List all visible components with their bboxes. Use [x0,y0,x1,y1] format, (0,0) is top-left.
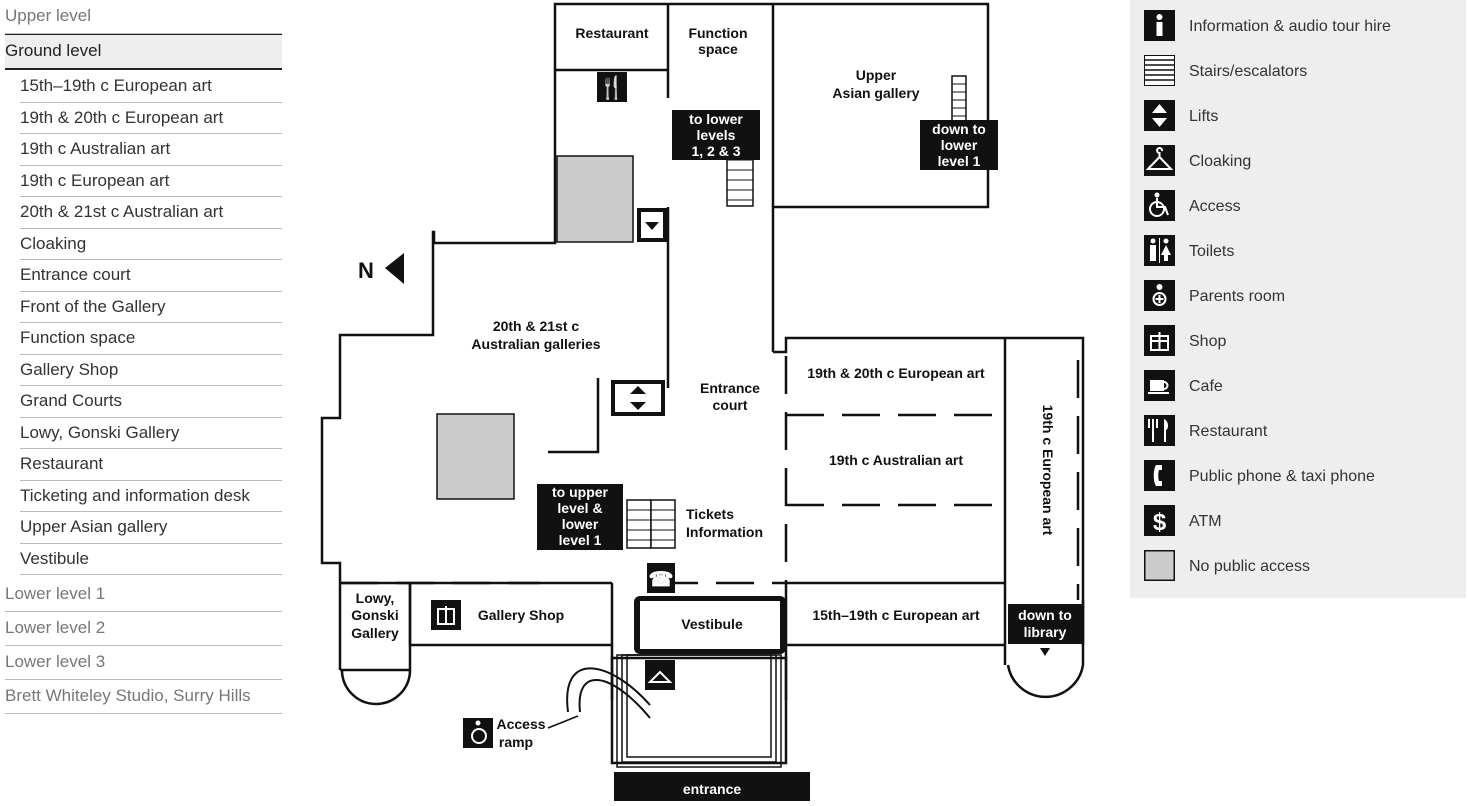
cafe-icon [1144,370,1175,401]
legend-label: Information & audio tour hire [1189,18,1391,35]
level-lower-2-link[interactable]: Lower level 2 [5,612,282,646]
svg-text:☎: ☎ [649,569,674,591]
map-restaurant-icon: 🍴 [597,72,627,102]
map-label-aus-galleries-2: Australian galleries [471,336,600,352]
map-label-ramp: ramp [499,734,533,750]
legend-label: Lifts [1189,108,1219,125]
map-label-to-upper-3: lower [562,516,599,532]
legend-label: No public access [1189,558,1310,575]
map-label-to-lower-2: levels [697,127,736,143]
legend-label: Cloaking [1189,153,1252,170]
map-label-information: Information [686,524,763,540]
floor-plan-map: 🍴 ☎ Restaurant Function space Upper Asia… [300,0,1120,801]
map-label-function-2: space [698,41,738,57]
legend-label: Public phone & taxi phone [1189,468,1375,485]
area-link[interactable]: Entrance court [20,260,282,292]
legend-label: Stairs/escalators [1189,63,1308,80]
map-label-tickets: Tickets [686,506,734,522]
map-label-entrance-court-2: court [713,397,748,413]
area-link[interactable]: Ticketing and information desk [20,481,282,512]
restaurant-icon [1144,415,1175,446]
phone-icon [1144,460,1175,491]
level-lower-3-link[interactable]: Lower level 3 [5,646,282,680]
cloaking-icon [1144,145,1175,176]
map-label-down-lower-2: lower [941,137,978,153]
area-link[interactable]: Restaurant [20,449,282,481]
map-label-aus-galleries: 20th & 21st c [493,318,580,334]
map-label-aus-19: 19th c Australian art [829,452,963,468]
map-label-vestibule: Vestibule [681,616,743,632]
map-label-restaurant: Restaurant [575,25,648,41]
area-link[interactable]: Gallery Shop [20,355,282,386]
area-link[interactable]: Grand Courts [20,386,282,418]
atm-icon: $ [1144,505,1175,536]
legend-label: Restaurant [1189,423,1268,440]
legend-label: Shop [1189,333,1227,350]
legend-label: Access [1189,198,1241,215]
area-link[interactable]: 19th c Australian art [20,134,282,166]
info-icon [1144,10,1175,41]
legend-label: Toilets [1189,243,1235,260]
map-label-to-upper: to upper [552,484,609,500]
map-label-entrance: entrance [683,781,742,797]
map-label-gallery-shop: Gallery Shop [478,607,564,623]
legend-label: Parents room [1189,288,1286,305]
level-upper-link[interactable]: Upper level [5,0,282,34]
map-legend: Information & audio tour hire Stairs/esc… [1130,0,1466,598]
map-label-euro-1519: 15th–19th c European art [812,607,980,623]
area-link[interactable]: Function space [20,323,282,355]
map-label-upper-asian-2: Asian gallery [832,85,919,101]
map-shop-icon [431,600,461,630]
map-cloaking-icon [645,660,675,690]
area-link[interactable]: 15th–19th c European art [20,71,282,103]
area-link[interactable]: Front of the Gallery [20,292,282,323]
area-link[interactable]: Cloaking [20,229,282,260]
lift-icon [1144,100,1175,131]
legend-label: ATM [1189,513,1222,530]
north-arrow-icon [385,253,404,284]
area-link[interactable]: Lowy, Gonski Gallery [20,418,282,449]
map-label-to-upper-4: level 1 [559,532,602,548]
map-label-euro-19: 19th c European art [1040,405,1056,536]
shop-icon [1144,325,1175,356]
area-link[interactable]: 19th & 20th c European art [20,103,282,134]
map-lift-icon [611,380,665,416]
svg-text:$: $ [1153,509,1167,536]
map-label-down-library: down to [1018,607,1072,623]
level-ground-link[interactable]: Ground level [5,34,282,70]
no-access-icon [1144,550,1175,581]
map-label-to-upper-2: level & [557,500,602,516]
area-link[interactable]: 19th c European art [20,166,282,197]
area-link[interactable]: 20th & 21st c Australian art [20,197,282,229]
map-label-euro-1920: 19th & 20th c European art [807,365,985,381]
map-label-upper-asian: Upper [856,67,897,83]
map-label-gallery: Gallery [351,625,399,641]
map-access-icon [463,718,493,748]
map-label-function: Function [688,25,747,41]
svg-text:🍴: 🍴 [598,75,625,101]
map-label-entrance-court: Entrance [700,380,760,396]
map-label-to-lower-3: 1, 2 & 3 [691,143,740,159]
map-label-down-library-2: library [1024,624,1067,640]
map-label-to-lower: to lower [689,111,743,127]
map-label-down-lower: down to [932,121,986,137]
ground-level-area-list: 15th–19th c European art 19th & 20th c E… [5,70,282,575]
level-lower-1-link[interactable]: Lower level 1 [5,578,282,612]
level-navigation: Upper level Ground level 15th–19th c Eur… [5,0,282,714]
map-label-down-lower-3: level 1 [938,153,981,169]
map-label-access: Access [496,716,545,732]
brett-whiteley-studio-link[interactable]: Brett Whiteley Studio, Surry Hills [5,680,282,714]
north-label: N [358,258,374,283]
legend-label: Cafe [1189,378,1223,395]
area-link[interactable]: Vestibule [20,544,282,575]
access-icon [1144,190,1175,221]
stairs-icon [1144,55,1175,86]
map-label-gonski: Gonski [351,607,398,623]
toilets-icon [1144,235,1175,266]
map-lift-icon [637,208,667,242]
parents-room-icon [1144,280,1175,311]
map-label-lowy: Lowy, [356,590,395,606]
map-phone-icon: ☎ [647,563,675,593]
area-link[interactable]: Upper Asian gallery [20,512,282,544]
